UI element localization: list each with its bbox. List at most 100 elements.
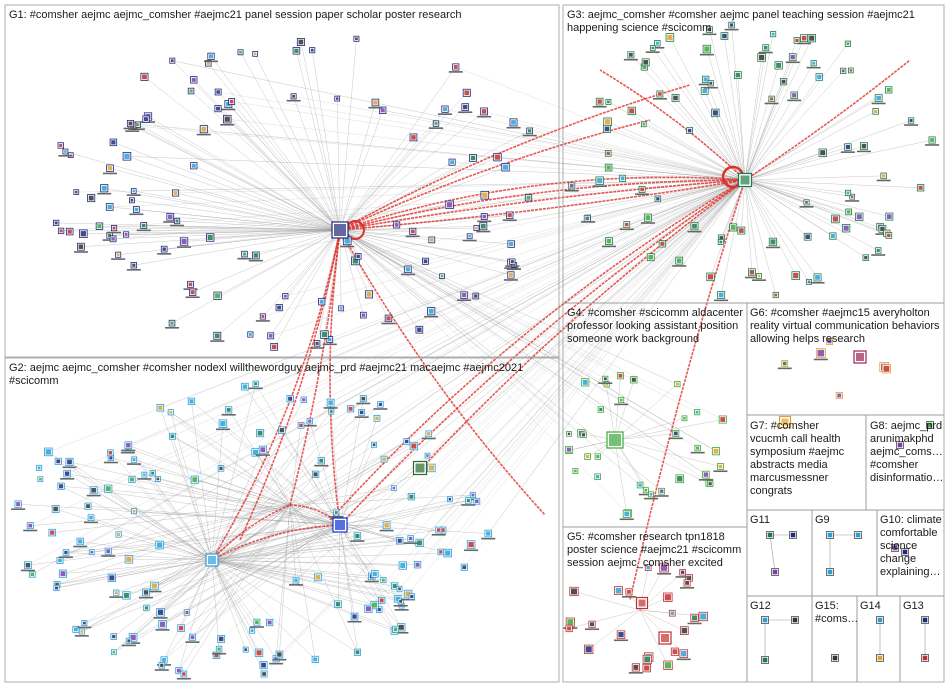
avatar-node [143,604,150,612]
edge [614,375,621,441]
node-image [260,447,266,453]
edge [56,504,291,585]
node-image [335,97,339,100]
node-image [729,23,734,27]
node-image [832,216,839,222]
avatar-node [592,176,607,188]
avatar-node [84,514,99,524]
avatar-node [791,271,801,280]
node-label [322,343,337,346]
node-image [132,189,135,193]
node-image [124,232,128,236]
node-image [909,119,913,123]
node-image [188,282,193,287]
edge [30,179,746,526]
avatar-node [831,214,840,224]
avatar-node [815,73,824,81]
node-image [356,254,360,259]
node-label [698,83,713,86]
edge [126,156,746,181]
edge [744,34,774,181]
node-image [377,608,381,612]
node-image [876,95,881,101]
node-label [272,658,287,661]
avatar-node [109,235,117,243]
edge [744,145,865,181]
node-image [526,195,531,200]
node-image [430,238,434,242]
node-image [664,662,672,669]
edge [614,439,721,467]
avatar-node [645,45,660,53]
edge [154,179,746,587]
edge [639,609,685,631]
avatar-node [107,224,122,234]
edge [172,436,213,561]
node-label [522,134,537,137]
avatar-node [155,620,170,631]
avatar-node [493,152,502,162]
node-image [162,247,166,251]
edge [130,123,341,231]
node-image [428,308,434,314]
avatar-node [668,609,676,617]
avatar-node [925,136,940,146]
node-image [790,532,796,538]
avatar-node [698,611,708,622]
node-image [930,138,935,142]
edge [569,609,641,629]
node-image [255,620,259,625]
node-image [216,106,220,111]
avatar-node [154,475,161,482]
edge [744,179,853,197]
avatar-node [601,237,616,248]
edge [476,179,746,229]
node-image [687,128,692,133]
avatar-node [241,382,249,391]
node-image [843,225,849,231]
node-image [470,155,476,161]
avatar-node [501,163,510,172]
avatar-node [215,419,230,431]
node-image [168,214,173,219]
node-label [506,126,521,129]
edge [614,433,676,441]
avatar-node [170,217,185,227]
edge [614,439,627,514]
edge [339,229,698,413]
edge [339,109,446,231]
node-image [253,253,259,258]
avatar-node [650,40,665,49]
edge [744,63,814,181]
node-image [207,234,213,241]
avatar-node [289,576,304,586]
node-image [114,591,118,595]
small-group-node [921,654,929,662]
avatar-node [765,237,780,249]
edge [744,139,933,181]
avatar-node [405,227,420,238]
avatar-node [431,526,446,536]
avatar-node [565,624,573,633]
node-image [462,293,467,298]
node-image [512,263,516,267]
avatar-node [74,628,89,637]
node-image [640,187,644,192]
node-image [629,108,635,114]
node-label [165,327,180,329]
node-image [596,455,600,459]
edge [211,445,414,561]
edge [339,229,511,276]
avatar-node [126,188,141,196]
edge [126,156,746,181]
edge [130,123,746,181]
edge [483,179,746,227]
avatar-node [686,127,694,134]
edge [737,75,746,181]
node-image [277,652,282,657]
node-image [132,458,136,462]
avatar-node [373,414,381,422]
avatar-node [711,447,721,456]
node-image [215,333,220,339]
reply-edge [211,504,291,561]
